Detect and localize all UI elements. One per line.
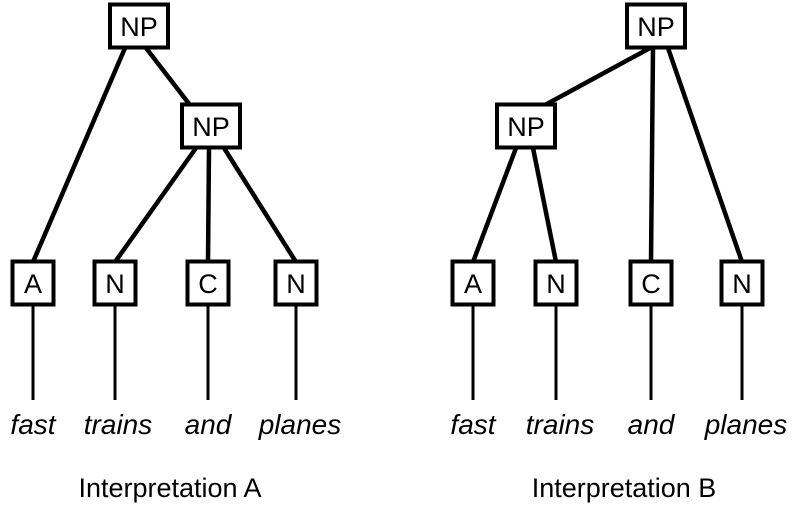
node-label-b-np-inner: NP <box>507 112 545 142</box>
caption-interpretation-b: Interpretation B <box>532 473 717 503</box>
node-box-a-a <box>10 259 56 307</box>
node-label-b-np-root: NP <box>637 12 675 42</box>
tree-edge-a-np-inner-to-a-n2 <box>222 146 298 264</box>
node-label-a-a: A <box>24 269 42 299</box>
node-b-a[interactable]: A <box>450 259 496 307</box>
node-box-a-np-root <box>108 2 170 50</box>
node-a-np-inner[interactable]: NP <box>180 102 242 150</box>
node-a-n1[interactable]: N <box>92 259 138 307</box>
node-box-b-c <box>628 259 674 307</box>
node-label-b-n1: N <box>546 269 566 299</box>
node-b-n2[interactable]: N <box>719 259 765 307</box>
node-box-b-n1 <box>533 259 579 307</box>
node-label-a-n2: N <box>286 269 306 299</box>
word-label-b-leaf-fast: fast <box>450 409 496 440</box>
tree-edge-b-np-inner-to-b-a <box>470 147 519 263</box>
node-a-n2[interactable]: N <box>273 259 319 307</box>
node-b-n1[interactable]: N <box>533 259 579 307</box>
tree-edge-b-np-inner-to-b-n1 <box>530 147 559 263</box>
tree-edge-b-np-root-to-b-c <box>648 47 656 263</box>
word-label-a-leaf-planes: planes <box>258 409 342 440</box>
node-label-b-a: A <box>464 269 482 299</box>
node-b-np-root[interactable]: NP <box>625 2 687 50</box>
node-a-c[interactable]: C <box>185 259 231 307</box>
node-box-b-np-root <box>625 2 687 50</box>
node-box-a-n2 <box>273 259 319 307</box>
node-box-b-n2 <box>719 259 765 307</box>
tree-edge-a-np-root-to-a-np-inner <box>144 46 192 107</box>
caption-interpretation-a: Interpretation A <box>78 473 261 503</box>
tree-edge-b-np-root-to-b-np-inner <box>543 46 652 107</box>
node-b-c[interactable]: C <box>628 259 674 307</box>
word-label-a-leaf-fast: fast <box>10 409 56 440</box>
node-box-b-np-inner <box>495 102 557 150</box>
node-label-b-n2: N <box>732 269 752 299</box>
node-label-a-c: C <box>198 269 218 299</box>
tree-edge-b-np-root-to-b-n2 <box>665 47 745 263</box>
word-label-b-leaf-and: and <box>628 409 676 440</box>
node-box-b-a <box>450 259 496 307</box>
node-box-a-c <box>185 259 231 307</box>
node-a-a[interactable]: A <box>10 259 56 307</box>
node-b-np-inner[interactable]: NP <box>495 102 557 150</box>
word-label-b-leaf-planes: planes <box>704 409 788 440</box>
word-label-a-leaf-trains: trains <box>84 409 152 440</box>
tree-edge-a-np-root-to-a-a <box>30 47 128 263</box>
tree-edge-a-np-inner-to-a-c <box>205 147 212 263</box>
node-a-np-root[interactable]: NP <box>108 2 170 50</box>
node-box-a-np-inner <box>180 102 242 150</box>
word-label-a-leaf-and: and <box>185 409 233 440</box>
node-box-a-n1 <box>92 259 138 307</box>
node-label-a-np-inner: NP <box>192 112 230 142</box>
node-label-a-n1: N <box>105 269 125 299</box>
node-label-b-c: C <box>641 269 661 299</box>
tree-edge-a-np-inner-to-a-n1 <box>113 146 198 264</box>
word-label-b-leaf-trains: trains <box>526 409 594 440</box>
node-label-a-np-root: NP <box>120 12 158 42</box>
